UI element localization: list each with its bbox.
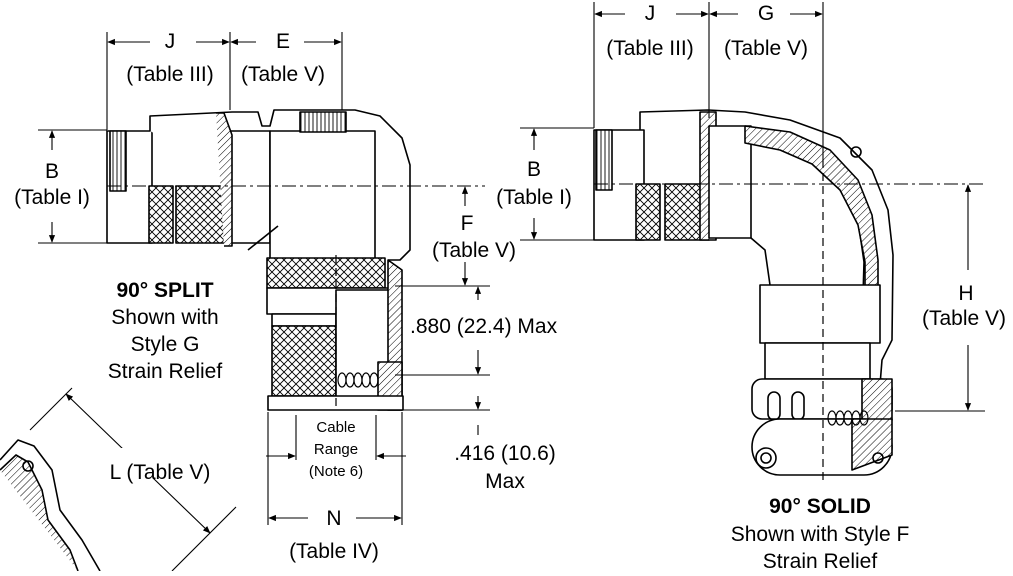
dim-j-right: J bbox=[644, 2, 656, 25]
dim-b-left-ref: (Table I) bbox=[14, 186, 90, 209]
dim-n-ref: (Table IV) bbox=[289, 540, 379, 563]
dim-b-right: B bbox=[526, 158, 542, 181]
dim-416: .416 (10.6) bbox=[454, 442, 556, 465]
split-caption-title: 90° SPLIT bbox=[116, 279, 214, 302]
dim-g: G bbox=[757, 2, 775, 25]
dim-j-left-ref: (Table III) bbox=[126, 63, 214, 86]
dim-l: L (Table V) bbox=[109, 461, 211, 484]
dim-880: .880 (22.4) Max bbox=[410, 315, 558, 338]
dim-f-ref: (Table V) bbox=[431, 239, 517, 262]
solid-caption-title: 90° SOLID bbox=[769, 495, 871, 518]
solid-caption-line2: Strain Relief bbox=[762, 550, 878, 573]
split-caption-line3: Strain Relief bbox=[107, 360, 223, 383]
l-label-mask bbox=[92, 448, 232, 478]
dim-416-max: Max bbox=[485, 470, 525, 493]
dim-b-right-ref: (Table I) bbox=[496, 186, 572, 209]
cable-range-line1: Cable bbox=[316, 419, 356, 436]
split-caption-line2: Style G bbox=[130, 333, 200, 356]
angled-connector-partial bbox=[0, 439, 101, 572]
dim-h: H bbox=[958, 282, 974, 305]
dim-e-ref: (Table V) bbox=[240, 63, 326, 86]
dim-f: F bbox=[460, 212, 474, 235]
split-caption-line1: Shown with bbox=[111, 306, 219, 329]
dim-j-right-ref: (Table III) bbox=[606, 37, 694, 60]
dim-e: E bbox=[275, 30, 291, 53]
dim-n: N bbox=[326, 507, 342, 530]
dim-g-ref: (Table V) bbox=[723, 37, 809, 60]
solid-caption-line1: Shown with Style F bbox=[730, 523, 910, 546]
dim-j-left: J bbox=[164, 30, 176, 53]
cable-range-note: (Note 6) bbox=[308, 463, 364, 480]
cable-range-line2: Range bbox=[313, 441, 359, 458]
solid-connector-body bbox=[593, 109, 894, 480]
split-connector-body bbox=[106, 109, 411, 411]
dim-b-left: B bbox=[44, 160, 60, 183]
dim-h-ref: (Table V) bbox=[921, 307, 1007, 330]
